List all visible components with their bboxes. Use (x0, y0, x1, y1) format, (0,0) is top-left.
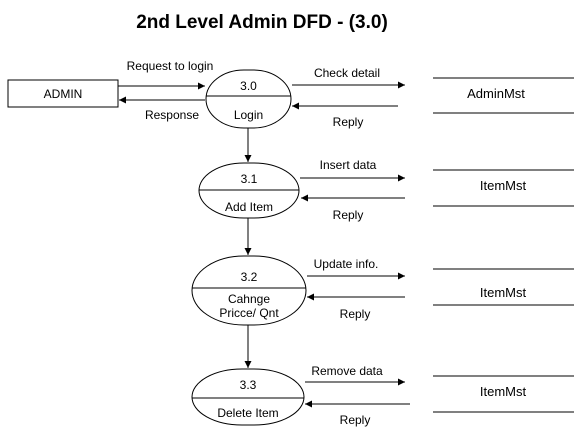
process-3-0-name: Login (234, 108, 263, 122)
entity-admin-label: ADMIN (44, 87, 83, 101)
store-itemmst-1: ItemMst (433, 169, 574, 207)
flow-3-1-in-label: Reply (333, 208, 364, 222)
store-itemmst-3: ItemMst (433, 375, 574, 413)
store-itemmst-1-label: ItemMst (480, 178, 527, 193)
store-adminmst-label: AdminMst (467, 86, 525, 101)
flow-3-1-out-label: Insert data (320, 158, 377, 172)
flow-3-0-in-label: Reply (333, 115, 364, 129)
process-3-2-id: 3.2 (241, 270, 258, 284)
process-3-3-name: Delete Item (217, 406, 278, 420)
flow-3-0-out-label: Check detail (314, 66, 380, 80)
flow-3-3-out-label: Remove data (311, 364, 383, 378)
process-3-0: 3.0 Login (205, 69, 292, 129)
process-3-1: 3.1 Add Item (198, 162, 300, 219)
process-3-1-id: 3.1 (241, 172, 258, 186)
process-3-3-id: 3.3 (240, 378, 257, 392)
store-itemmst-2-label: ItemMst (480, 285, 527, 300)
process-3-2-name-line-2: Pricce/ Qnt (219, 306, 279, 320)
store-itemmst-2: ItemMst (433, 268, 574, 306)
flow-3-3-in-label: Reply (340, 413, 371, 427)
process-3-2-name-line-1: Cahnge (228, 292, 270, 306)
process-3-0-id: 3.0 (240, 79, 257, 93)
flow-3-2-in-label: Reply (340, 307, 371, 321)
entity-admin-box (7, 79, 119, 108)
process-3-2-shape (191, 255, 307, 326)
store-itemmst-3-label: ItemMst (480, 384, 527, 399)
process-3-3: 3.3 Delete Item (191, 368, 305, 426)
diagram-title: 2nd Level Admin DFD - (3.0) (136, 12, 388, 33)
process-3-3-shape (191, 368, 305, 426)
process-3-1-name: Add Item (225, 200, 273, 214)
process-3-2: 3.2 Cahnge Pricce/ Qnt (191, 255, 307, 326)
flow-3-2-out-label: Update info. (314, 257, 379, 271)
flow-request-label: Request to login (127, 59, 214, 73)
flow-response-label: Response (145, 108, 199, 122)
store-adminmst: AdminMst (433, 77, 574, 114)
